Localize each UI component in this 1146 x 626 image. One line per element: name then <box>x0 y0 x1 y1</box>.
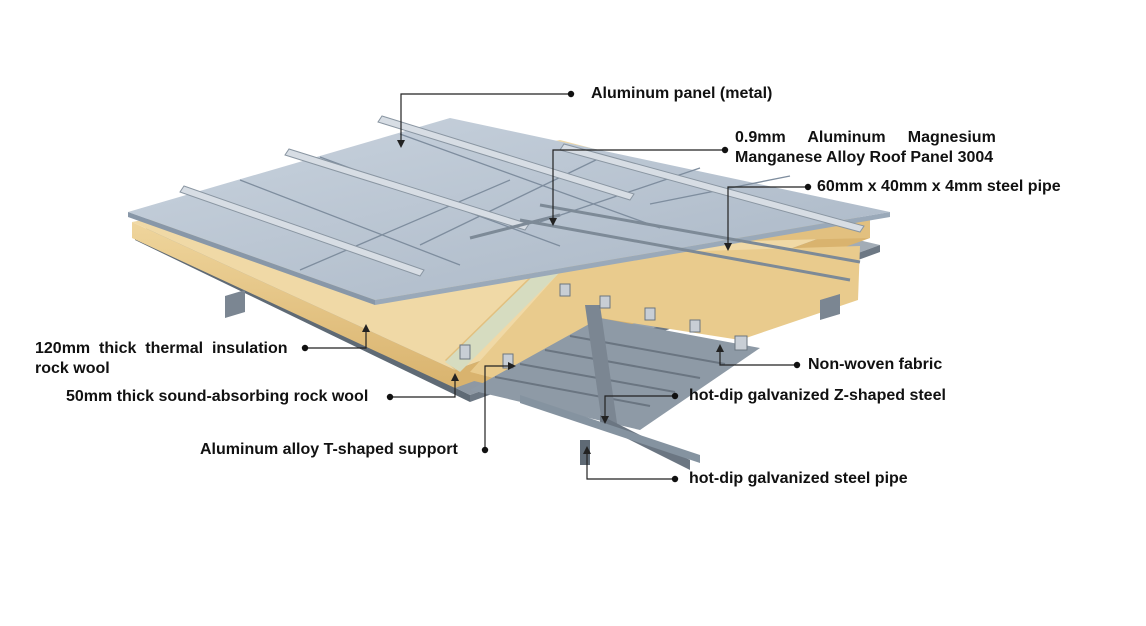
label-aluminum-panel: Aluminum panel (metal) <box>591 85 773 102</box>
t-shaped-supports <box>459 283 748 369</box>
label-non-woven-fabric: Non-woven fabric <box>808 356 943 373</box>
label-galvanized-steel-pipe: hot-dip galvanized steel pipe <box>689 470 908 487</box>
label-thermal-insulation: 120mm thick thermal insulation rock wool <box>35 339 288 379</box>
label-roof-panel: 0.9mm Aluminum Magnesium Manganese Alloy… <box>735 128 996 168</box>
label-t-shaped-support: Aluminum alloy T-shaped support <box>200 441 458 458</box>
label-z-shaped-steel: hot-dip galvanized Z-shaped steel <box>689 387 946 404</box>
label-roof-panel-line1: 0.9mm Aluminum Magnesium <box>735 129 996 146</box>
roof-panel-ribs <box>469 203 861 282</box>
label-thermal-insulation-line2: rock wool <box>35 360 110 377</box>
label-steel-pipe-60: 60mm x 40mm x 4mm steel pipe <box>817 178 1061 195</box>
steel-pipe-rails <box>179 115 865 277</box>
label-sound-absorbing-wool: 50mm thick sound-absorbing rock wool <box>66 388 369 405</box>
leader-dots <box>301 90 812 483</box>
leader-lines <box>305 93 808 480</box>
label-thermal-insulation-line1: 120mm thick thermal insulation <box>35 340 288 357</box>
label-roof-panel-line2: Manganese Alloy Roof Panel 3004 <box>735 149 994 166</box>
leader-arrowheads <box>362 140 732 454</box>
